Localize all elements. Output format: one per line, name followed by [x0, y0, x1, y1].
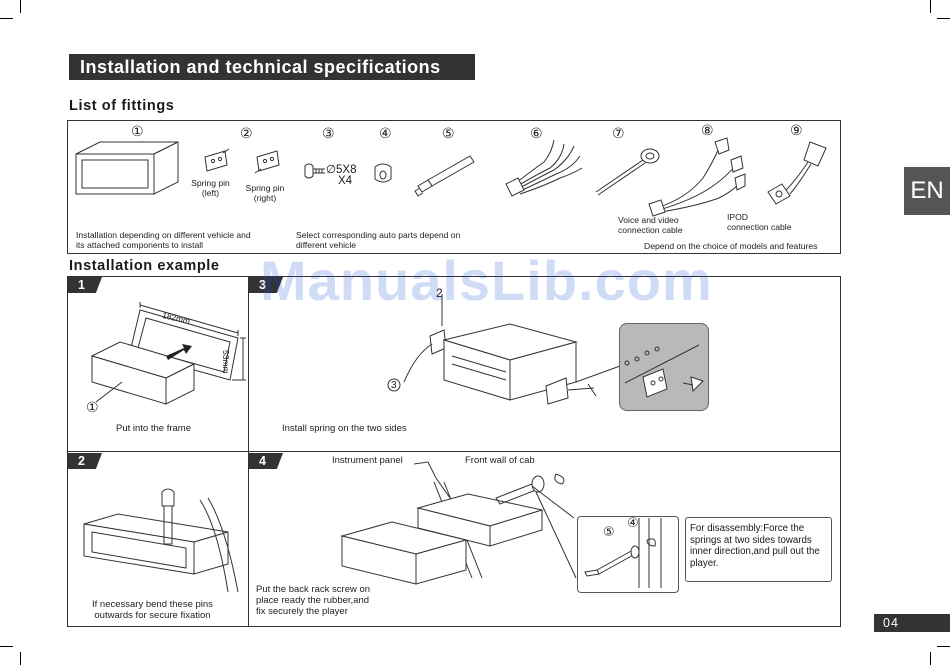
crop-mark	[0, 18, 13, 19]
step-3-caption: Install spring on the two sides	[282, 423, 407, 434]
language-tab-en: EN	[904, 167, 950, 215]
parts-select-note: Select corresponding auto parts depend o…	[296, 230, 461, 250]
mounting-frame-illustration	[75, 141, 179, 195]
step-2-badge: 2	[68, 453, 102, 469]
step-2-illustration	[83, 488, 239, 593]
fitting-number-1: ①	[131, 124, 144, 140]
models-features-note: Depend on the choice of models and featu…	[644, 241, 818, 251]
crop-mark	[937, 646, 950, 647]
watermark: ManualsLib.com	[260, 249, 713, 312]
ipod-cable-icon	[767, 141, 827, 205]
fitting-number-6: ⑥	[530, 126, 543, 142]
step-3-badge: 3	[249, 277, 283, 293]
av-cable-icon	[648, 137, 746, 217]
crop-mark	[20, 652, 21, 665]
screw-spec: ∅5X8	[326, 164, 357, 176]
spring-pin-right-icon	[254, 150, 280, 174]
spring-pin-left-label: Spring pin (left)	[191, 178, 230, 198]
fitting-number-2: ②	[240, 126, 253, 142]
bolt-marker: ⑤	[603, 525, 615, 540]
rubber-bush-icon	[374, 163, 392, 183]
spring-pin-left-icon	[204, 148, 230, 172]
grid-divider-horizontal	[67, 451, 841, 452]
step-4-detail-inset	[577, 516, 679, 593]
frame-install-note: Installation depending on different vehi…	[76, 230, 251, 250]
spring-detail-inset	[619, 323, 709, 411]
disassembly-note: For disassembly:Force the springs at two…	[685, 517, 832, 582]
step-4-badge: 4	[249, 453, 283, 469]
step-3-illustration	[387, 294, 621, 405]
rubber-marker: ④	[627, 516, 639, 531]
fitting-number-9: ⑨	[790, 123, 803, 139]
page-title: Installation and technical specification…	[69, 54, 475, 80]
dimension-height: 53mm	[221, 350, 231, 374]
fitting-number-5: ⑤	[442, 126, 455, 142]
crop-mark	[930, 652, 931, 665]
step-1-frame-marker: ①	[86, 400, 99, 416]
step-1-illustration	[90, 302, 246, 405]
fittings-heading: List of fittings	[69, 98, 175, 114]
fitting-number-7: ⑦	[612, 126, 625, 142]
spring-detail-icon	[624, 344, 704, 398]
back-rack-bolt-icon	[414, 155, 475, 197]
screw-quantity: X4	[338, 175, 353, 187]
step-4-caption: Put the back rack screw on place ready t…	[256, 584, 371, 617]
crop-mark	[937, 18, 950, 19]
step-4-illustration	[340, 461, 577, 585]
fitting-number-3: ③	[322, 126, 335, 142]
step-2-caption: If necessary bend these pins outwards fo…	[92, 599, 213, 621]
ipod-cable-label: IPOD connection cable	[727, 212, 792, 232]
step-1-badge: 1	[68, 277, 102, 293]
removal-key-icon	[595, 148, 660, 196]
instrument-panel-label: Instrument panel	[332, 455, 403, 466]
screw-icon	[304, 163, 325, 179]
fitting-number-4: ④	[379, 126, 392, 142]
crop-mark	[0, 646, 13, 647]
example-heading: Installation example	[69, 258, 220, 274]
fitting-number-8: ⑧	[701, 123, 714, 139]
wiring-harness-icon	[505, 139, 583, 197]
step-4-detail-icon	[584, 518, 662, 588]
front-wall-label: Front wall of cab	[465, 455, 535, 466]
crop-mark	[20, 0, 21, 13]
spring-pin-right-label: Spring pin (right)	[245, 183, 285, 203]
step-3-spring-marker: 2	[436, 286, 443, 300]
step-3-key-marker: 3	[391, 380, 397, 391]
av-cable-label: Voice and video connection cable	[618, 215, 683, 235]
page-number: 04	[874, 614, 950, 632]
step-1-caption: Put into the frame	[116, 423, 191, 434]
crop-mark	[930, 0, 931, 13]
fittings-panel	[67, 120, 841, 254]
